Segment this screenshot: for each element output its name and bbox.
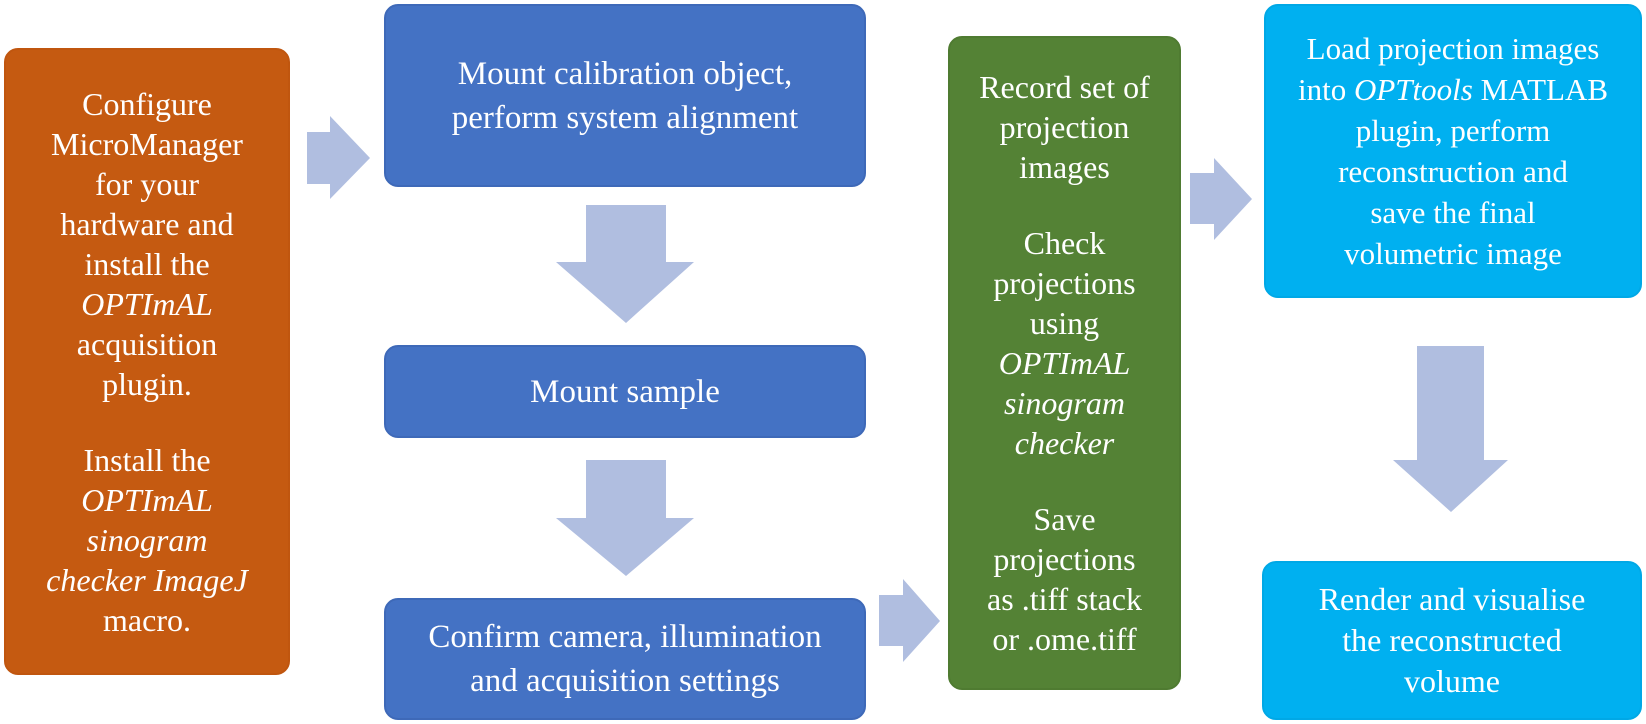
text-line: Save	[1033, 501, 1096, 537]
configure-paragraph: Configure MicroManager for your hardware…	[51, 84, 243, 404]
step-mount-calibration: Mount calibration object, perform system…	[384, 4, 866, 187]
text-line: into OPTtools MATLAB	[1298, 69, 1608, 110]
install-paragraph: Install the OPTImAL sinogram checker Ima…	[46, 440, 248, 640]
text-line: Load projection images	[1306, 31, 1600, 66]
text-line: projections	[993, 541, 1136, 577]
text-line: install the	[84, 245, 210, 282]
text-line: volume	[1404, 663, 1500, 699]
text-line: Check	[1023, 225, 1106, 261]
text-line: projections	[993, 265, 1136, 301]
arrow-record-to-load	[1190, 158, 1252, 240]
plugin-name: OPTImAL	[81, 285, 213, 322]
text-line: Render and visualise	[1318, 581, 1586, 617]
check-paragraph: Check projections using OPTImAL sinogram…	[993, 223, 1135, 463]
macro-name: sinogram	[86, 521, 208, 558]
macro-name: OPTImAL	[81, 481, 213, 518]
text-line: Record set of	[979, 69, 1150, 105]
text-line: or .ome.tiff	[992, 621, 1137, 657]
macro-name: checker ImageJ	[46, 561, 248, 598]
tool-name: sinogram	[1004, 385, 1125, 421]
step-mount-sample: Mount sample	[384, 345, 866, 438]
text-line: Confirm camera, illumination	[428, 619, 822, 655]
step-render-visualise: Render and visualise the reconstructed v…	[1262, 561, 1642, 720]
text-line: Mount calibration object,	[457, 55, 793, 92]
tool-name: checker	[1014, 425, 1115, 461]
text-line: reconstruction and	[1338, 154, 1568, 189]
step-load-reconstruct: Load projection images into OPTtools MAT…	[1264, 4, 1642, 298]
text-line: as .tiff stack	[987, 581, 1142, 617]
arrow-calibration-to-mount	[556, 205, 694, 323]
text-line: using	[1029, 305, 1100, 341]
step-record-projections: Record set of projection images Check pr…	[948, 36, 1181, 690]
arrow-configure-to-calibration	[307, 116, 370, 199]
text-line: projection	[999, 109, 1130, 145]
text-line: images	[1019, 149, 1110, 185]
text-line: macro.	[103, 601, 191, 638]
arrow-mount-to-confirm	[556, 460, 694, 576]
save-paragraph: Save projections as .tiff stack or .ome.…	[987, 499, 1142, 659]
step-confirm-settings: Confirm camera, illumination and acquisi…	[384, 598, 866, 720]
text-line: plugin.	[102, 365, 192, 402]
text-line: plugin, perform	[1355, 113, 1551, 148]
step-configure-micromanager: Configure MicroManager for your hardware…	[4, 48, 290, 675]
record-paragraph: Record set of projection images	[979, 67, 1150, 187]
arrow-confirm-to-record	[879, 579, 940, 662]
text-fragment: into	[1297, 72, 1354, 107]
text-fragment: MATLAB	[1472, 72, 1609, 107]
text-line: Configure	[82, 85, 212, 122]
text-line: Mount sample	[530, 373, 720, 410]
tool-name: OPTImAL	[998, 345, 1131, 381]
text-line: MicroManager	[51, 125, 243, 162]
text-line: acquisition	[76, 325, 218, 362]
text-line: for your	[95, 165, 199, 202]
text-line: save the final	[1370, 195, 1536, 230]
text-line: perform system alignment	[451, 99, 799, 136]
text-line: the reconstructed	[1342, 622, 1562, 658]
arrow-load-to-render	[1393, 346, 1508, 512]
text-line: Install the	[83, 441, 211, 478]
text-line: hardware and	[60, 205, 234, 242]
text-line: volumetric image	[1344, 236, 1562, 271]
text-line: and acquisition settings	[470, 663, 780, 699]
plugin-name: OPTtools	[1353, 72, 1473, 107]
